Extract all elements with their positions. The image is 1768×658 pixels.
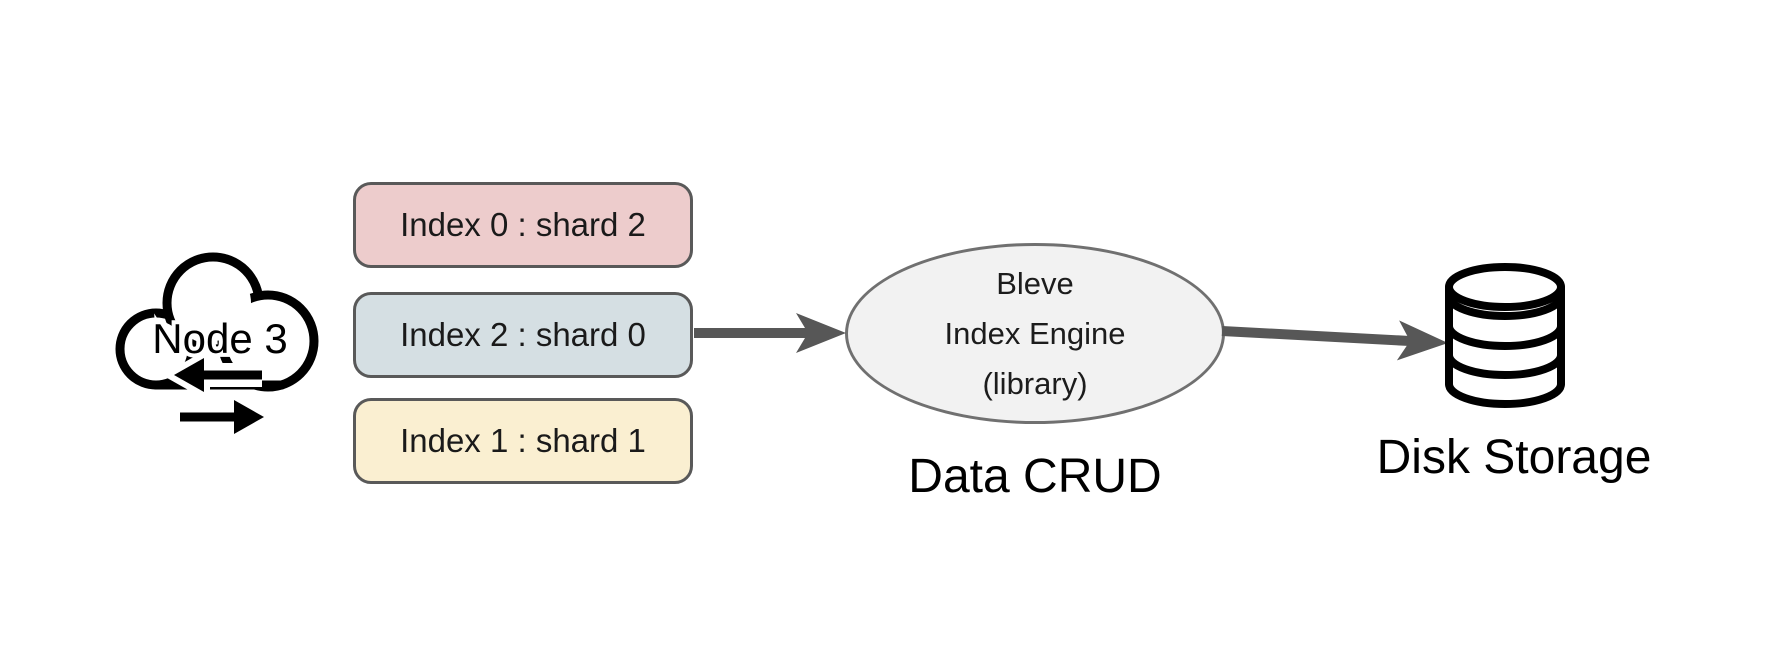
shard-label: Index 0 : shard 2 xyxy=(400,206,646,243)
sync-arrows-icon xyxy=(161,347,277,445)
shard-box-index2: Index 2 : shard 0 xyxy=(353,292,693,378)
shard-box-index1: Index 1 : shard 1 xyxy=(353,398,693,484)
engine-line-1: Bleve xyxy=(996,265,1074,301)
database-icon xyxy=(1445,263,1565,408)
node-cloud-icon: Node 3 xyxy=(115,252,319,445)
node-label: Node 3 xyxy=(152,315,287,362)
engine-ellipse: Bleve Index Engine (library) xyxy=(845,243,1225,424)
cloud-icon xyxy=(115,252,319,392)
arrow-engine-to-disk xyxy=(1221,320,1448,361)
shard-label: Index 1 : shard 1 xyxy=(400,422,646,459)
engine-line-3: (library) xyxy=(982,365,1088,401)
shard-label: Index 2 : shard 0 xyxy=(400,316,646,353)
shard-box-index0: Index 0 : shard 2 xyxy=(353,182,693,268)
disk-storage-label: Disk Storage xyxy=(1376,431,1652,484)
engine-line-2: Index Engine xyxy=(944,315,1126,351)
data-crud-label: Data CRUD xyxy=(908,450,1162,503)
